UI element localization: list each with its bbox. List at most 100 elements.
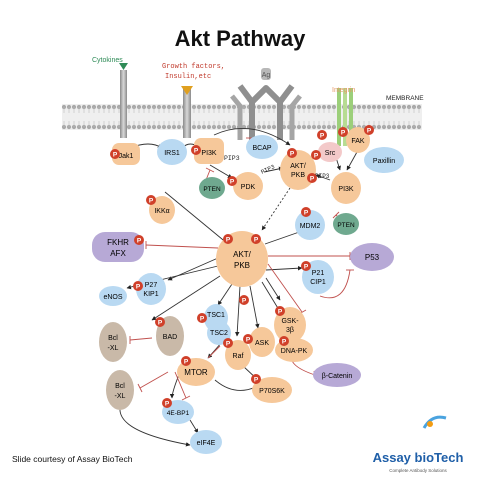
svg-text:TSC2: TSC2: [210, 330, 228, 337]
svg-text:TSC1: TSC1: [207, 312, 225, 319]
phospho-marker: P: [197, 313, 207, 323]
svg-text:GSK-: GSK-: [281, 318, 299, 325]
svg-text:DNA-PK: DNA-PK: [281, 348, 308, 355]
svg-text:PDK: PDK: [241, 184, 256, 191]
phospho-marker: P: [307, 173, 317, 183]
phospho-marker: P: [133, 281, 143, 291]
ag-label: Ag: [262, 72, 271, 79]
svg-text:IRS1: IRS1: [164, 150, 180, 157]
svg-text:Jak1: Jak1: [119, 153, 134, 160]
cytokine-receptor: [119, 63, 128, 138]
svg-text:P: P: [230, 179, 235, 186]
node-gsk3b: GSK- 3β: [274, 307, 306, 343]
phospho-marker: P: [251, 234, 261, 244]
integrin-label: Integrin: [332, 87, 355, 94]
svg-text:Complete Antibody Solutions: Complete Antibody Solutions: [389, 468, 447, 473]
node-enos: eNOS: [99, 286, 127, 306]
node-pten-left: PTEN: [199, 177, 225, 199]
growth-factors-label: Growth factors,: [162, 63, 225, 71]
phospho-marker: P: [146, 195, 156, 205]
svg-text:P: P: [304, 264, 309, 271]
svg-text:P: P: [341, 130, 346, 137]
svg-text:ASK: ASK: [255, 340, 269, 347]
svg-text:P: P: [137, 238, 142, 245]
svg-text:3β: 3β: [286, 327, 294, 334]
node-raf: Raf: [225, 340, 251, 370]
phospho-marker: P: [364, 125, 374, 135]
svg-text:P: P: [310, 176, 315, 183]
integrin-receptor: [337, 88, 353, 146]
phospho-marker: P: [191, 145, 201, 155]
svg-text:P: P: [226, 237, 231, 244]
svg-text:-XL: -XL: [108, 345, 119, 352]
pip3-top-label: PIP3: [224, 155, 240, 162]
phospho-marker: P: [162, 398, 172, 408]
svg-text:P: P: [320, 133, 325, 140]
svg-text:P: P: [194, 148, 199, 155]
svg-text:MDM2: MDM2: [300, 223, 321, 230]
svg-text:Bcl: Bcl: [115, 383, 125, 390]
svg-text:PTEN: PTEN: [203, 186, 221, 193]
svg-text:P: P: [226, 341, 231, 348]
svg-text:P: P: [254, 377, 259, 384]
svg-text:AKT/: AKT/: [233, 250, 252, 259]
phospho-marker: P: [279, 336, 289, 346]
node-ikka: IKKα: [149, 196, 175, 224]
svg-text:P53: P53: [365, 253, 380, 262]
svg-text:P: P: [200, 316, 205, 323]
node-akt-top: AKT/ PKB: [280, 150, 316, 190]
svg-text:Src: Src: [325, 150, 336, 157]
phospho-marker: P: [227, 176, 237, 186]
svg-text:P: P: [254, 237, 259, 244]
svg-text:PKB: PKB: [234, 261, 250, 270]
svg-text:AKT/: AKT/: [290, 163, 306, 170]
phospho-marker: P: [275, 306, 285, 316]
svg-text:PKB: PKB: [291, 172, 305, 179]
svg-text:β-Catenin: β-Catenin: [322, 373, 353, 380]
svg-text:MTOR: MTOR: [184, 368, 208, 377]
svg-text:P21: P21: [312, 270, 325, 277]
svg-text:eIF4E: eIF4E: [197, 440, 216, 447]
svg-text:IKKα: IKKα: [154, 208, 169, 215]
svg-text:4E-BP1: 4E-BP1: [167, 410, 190, 417]
svg-text:P: P: [304, 210, 309, 217]
phospho-marker: P: [181, 356, 191, 366]
node-irs1: IRS1: [157, 139, 187, 165]
svg-text:P: P: [113, 152, 118, 159]
node-p27-kip1: P27 KIP1: [136, 273, 166, 305]
phospho-marker: P: [251, 374, 261, 384]
node-pi3k-top: PI3K: [194, 138, 224, 164]
svg-text:FAK: FAK: [351, 138, 365, 145]
node-p53: P53: [350, 243, 394, 271]
pip3-right-label: PIP3: [315, 173, 330, 180]
node-akt-center: AKT/ PKB: [216, 231, 268, 287]
svg-text:eNOS: eNOS: [103, 294, 122, 301]
svg-text:P: P: [290, 151, 295, 158]
svg-text:P: P: [282, 339, 287, 346]
phospho-marker: P: [110, 149, 120, 159]
membrane-label: MEMBRANE: [386, 95, 424, 102]
svg-text:Paxillin: Paxillin: [373, 158, 395, 165]
svg-text:-XL: -XL: [115, 393, 126, 400]
svg-text:PTEN: PTEN: [337, 222, 355, 229]
svg-text:P27: P27: [145, 282, 158, 289]
svg-text:P: P: [165, 401, 170, 408]
phospho-marker: P: [287, 148, 297, 158]
svg-text:KIP1: KIP1: [143, 291, 158, 298]
svg-text:P: P: [149, 198, 154, 205]
slide-credit: Slide courtesy of Assay BioTech: [12, 454, 133, 464]
node-src: Src: [318, 142, 342, 162]
phospho-marker: P: [243, 334, 253, 344]
node-paxillin: Paxillin: [364, 147, 404, 173]
svg-text:PI3K: PI3K: [201, 150, 217, 157]
phospho-marker: P: [155, 317, 165, 327]
svg-text:P: P: [278, 309, 283, 316]
growth-factor-receptor: [181, 86, 193, 138]
assay-biotech-logo: Assay bioTech Complete Antibody Solution…: [373, 415, 463, 473]
phospho-marker: P: [311, 150, 321, 160]
svg-text:P: P: [367, 128, 372, 135]
pip3-mid-label: PIP3: [260, 163, 276, 176]
node-pten-right: PTEN: [333, 213, 359, 235]
node-jak1: Jak1: [112, 143, 140, 165]
